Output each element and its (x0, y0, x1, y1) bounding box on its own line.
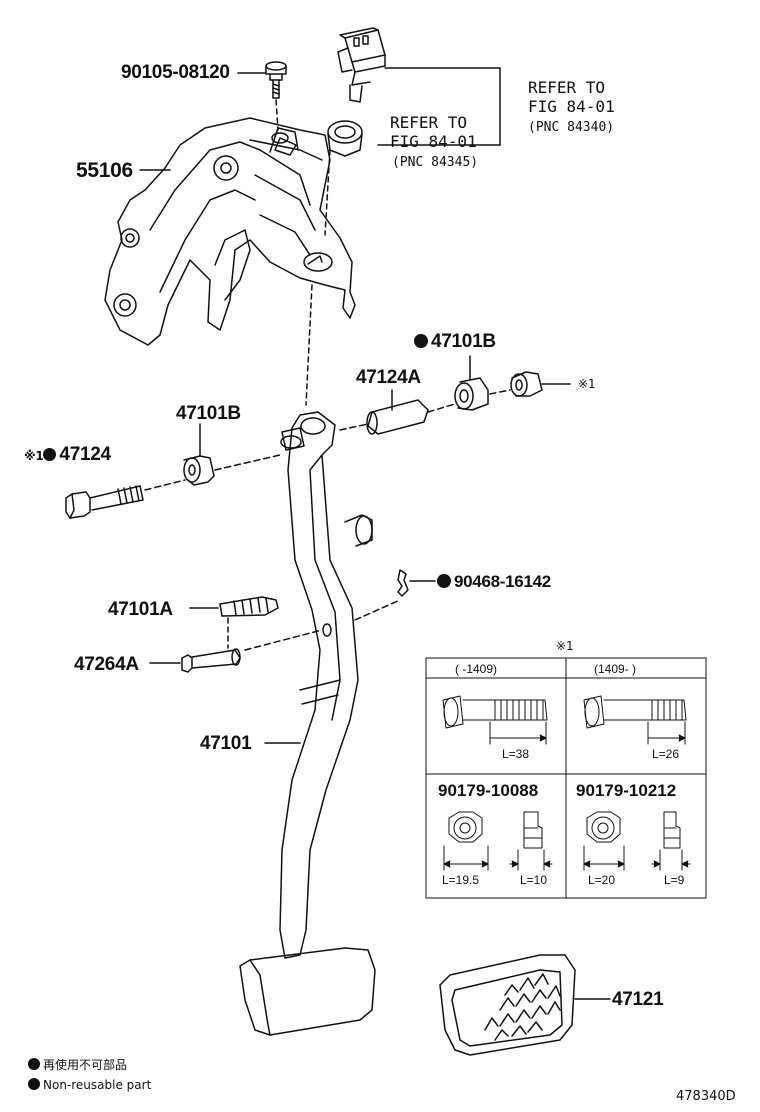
cushion-47101A (189, 596, 279, 649)
ref1-pnc: (PNC 84340) (528, 120, 615, 135)
ref2-line2: FIG 84-01 (390, 132, 477, 151)
table-col1-header: ( -1409) (455, 662, 498, 676)
label-47101B-left: 47101B (176, 403, 241, 424)
bushing-47101B-left (183, 454, 281, 486)
label-47101: 47101 (200, 733, 252, 754)
non-reusable-dot (43, 448, 57, 461)
nut-right (510, 371, 571, 397)
table-nut2-l1: L=20 (588, 873, 616, 887)
bolt-90105-08120 (265, 61, 287, 131)
table-title: ※1 (556, 639, 574, 653)
ref1-line2: FIG 84-01 (528, 97, 615, 116)
table-nut1-l2: L=10 (520, 873, 548, 887)
figure-id: 478340D (676, 1089, 736, 1104)
legend-en: Non-reusable part (28, 1078, 151, 1091)
non-reusable-dot (414, 334, 428, 348)
table-col2-header: (1409- ) (594, 662, 637, 676)
pedal-pad (239, 947, 376, 1036)
clip-90468-16142 (354, 569, 436, 621)
table-nut-2 (583, 811, 691, 871)
ref2-line1: REFER TO (390, 113, 468, 132)
label-90105-08120: 90105-08120 (121, 62, 230, 83)
table-bolt2-length: L=26 (652, 747, 680, 761)
pedal-arm-47101 (279, 411, 373, 959)
table-nut1-partno: 90179-10088 (438, 781, 539, 800)
legend-dot (28, 1078, 40, 1090)
collar-47124A (339, 399, 456, 435)
label-47121: 47121 (612, 989, 664, 1010)
label-55106: 55106 (76, 159, 133, 182)
pad-cover-47121 (439, 954, 611, 1056)
pin-47264A (149, 629, 323, 673)
table-nut2-partno: 90179-10212 (576, 781, 677, 800)
table-nut-1 (443, 811, 553, 871)
switch-connector (337, 27, 501, 146)
table-nut1-l1: L=19.5 (442, 873, 480, 887)
label-90468-16142: 90468-16142 (437, 573, 551, 590)
variant-table (425, 657, 707, 899)
legend-dot (28, 1058, 40, 1070)
legend-jp: 再使用不可部品 (28, 1058, 127, 1071)
table-bolt-2 (583, 695, 687, 745)
label-47264A: 47264A (74, 654, 139, 675)
bolt-47124 (65, 479, 186, 519)
table-nut2-l2: L=9 (664, 873, 685, 887)
bracket-55106 (104, 117, 356, 346)
non-reusable-dot (437, 574, 451, 588)
ref1-line1: REFER TO (528, 78, 606, 97)
label-47101B-right: 47101B (414, 332, 496, 351)
ref-mark-right: ※1 (578, 377, 596, 391)
ref2-pnc: (PNC 84345) (392, 155, 479, 170)
stopper-ring (324, 120, 363, 236)
bushing-47101B-right (454, 355, 511, 411)
label-47124A: 47124A (356, 367, 421, 388)
table-bolt-1 (442, 695, 548, 745)
label-47101A: 47101A (108, 599, 173, 620)
table-bolt1-length: L=38 (502, 747, 530, 761)
